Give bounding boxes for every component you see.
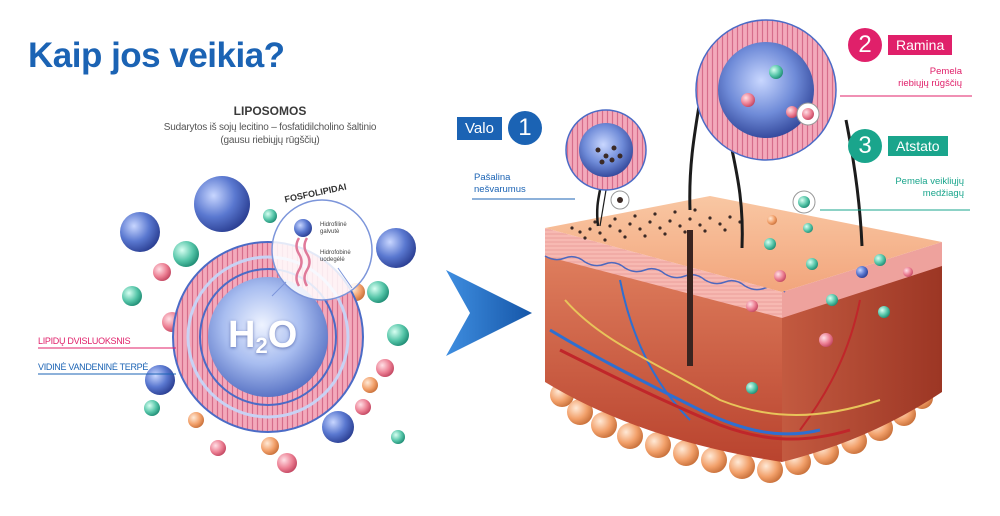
particle-pink (746, 300, 758, 312)
particle-blue (856, 266, 868, 278)
page-title: Kaip jos veikia? (28, 36, 285, 75)
step1-desc-line1: Pašalina (474, 172, 511, 183)
bilayer-label: LIPIDŲ DVISLUOKSNIS (38, 336, 131, 346)
liposome-core (208, 277, 328, 397)
cleansing-liposome-core (579, 123, 633, 177)
liposome-subtitle: Sudarytos iš sojų lecitino – fosfatidilc… (120, 121, 420, 147)
phospholipid-connector (337, 267, 353, 289)
step1-label: Valo (457, 116, 502, 140)
step2-label: Ramina (888, 35, 953, 55)
step3-description: Pemela veikliųjų medžiagų (852, 176, 964, 200)
particle-teal (826, 294, 838, 306)
particle-teal (746, 382, 758, 394)
sphere-pink (376, 359, 394, 377)
dirt-inside-liposome (595, 145, 623, 165)
highlight-ring-teal (798, 196, 810, 208)
skin-cross-section (472, 19, 972, 483)
step3-number: 3 (848, 129, 882, 163)
step2-desc-line1: Pemela (929, 66, 962, 77)
liposome-stem (599, 189, 607, 227)
highlight-ring-dirt (617, 197, 623, 203)
sphere-teal (144, 400, 160, 416)
sphere-teal (367, 281, 389, 303)
vessel-red (559, 348, 851, 441)
sphere-teal (263, 209, 277, 223)
sphere-blue (145, 365, 175, 395)
liposome-subtitle-line1: Sudarytos iš sojų lecitino – fosfatidilc… (163, 122, 377, 133)
sphere-blue (322, 411, 354, 443)
step2-number: 2 (848, 28, 882, 62)
step3-badge: 3 Atstato (848, 129, 948, 163)
vessel-red (799, 299, 861, 431)
dermis-side (782, 262, 942, 462)
sphere-pink (277, 453, 297, 473)
water-core-o: O (267, 314, 298, 356)
sphere-teal (173, 241, 199, 267)
nerve-yellow (564, 299, 881, 416)
step1-badge: Valo 1 (457, 111, 542, 145)
sphere-pink (210, 440, 226, 456)
phospholipid-head-icon (294, 219, 312, 237)
step3-desc-line2: medžiagų (922, 188, 964, 199)
inner-water-label: VIDINĖ VANDENINĖ TERPĖ (38, 362, 149, 372)
step2-badge: 2 Ramina (848, 28, 953, 62)
sphere-pink (355, 399, 371, 415)
sphere-orange (188, 412, 204, 428)
particle-pink (774, 270, 786, 282)
water-core-2: 2 (255, 333, 268, 358)
sphere-blue (194, 176, 250, 232)
calming-liposome-particle (741, 93, 755, 107)
phospholipid-tail-icon (303, 237, 311, 287)
hair-shaft (595, 189, 602, 227)
calming-liposome-particle (769, 65, 783, 79)
hydrophilic-head-label: Hidrofilinė galvutė (320, 222, 347, 235)
liposome-subtitle-line2: (gausu riebiųjų rūgščių) (220, 135, 320, 146)
step1-description: Pašalina nešvarumus (474, 172, 526, 196)
step1-number: 1 (507, 111, 542, 145)
calming-liposome-core (718, 42, 814, 138)
hydrophobic-tail-label: Hidrofobinė uodegėlė (320, 250, 351, 263)
step3-desc-line1: Pemela veikliųjų (895, 176, 964, 187)
particle-teal (764, 238, 776, 250)
basal-layer (544, 255, 786, 293)
phospholipid-tail-icon (295, 237, 303, 287)
calming-liposome-particle (786, 106, 798, 118)
water-core-h: H (228, 314, 256, 356)
particle-teal (874, 254, 886, 266)
sphere-teal (387, 324, 409, 346)
sphere-teal (122, 286, 142, 306)
step3-label: Atstato (888, 136, 948, 156)
step2-desc-line2: riebiųjų rūgščių (898, 78, 962, 89)
step2-description: Pemela riebiųjų rūgščių (862, 66, 962, 90)
phospholipid-connector (271, 281, 287, 297)
step1-desc-line2: nešvarumus (474, 184, 526, 195)
particle-pink (903, 267, 913, 277)
particle-pink (819, 333, 833, 347)
sphere-blue (120, 212, 160, 252)
liposome-heading: LIPOSOMOS (233, 104, 307, 118)
liposome-illustration (38, 176, 416, 473)
sphere-blue (376, 228, 416, 268)
particle-teal (806, 258, 818, 270)
sphere-pink (153, 263, 171, 281)
particle-teal (803, 223, 813, 233)
highlight-ring-pink (802, 108, 814, 120)
sphere-orange (261, 437, 279, 455)
liposome-middle (186, 255, 350, 419)
vessel-blue (549, 328, 821, 436)
water-core-label: H2O (228, 314, 297, 359)
hair-shaft (844, 119, 864, 247)
particle-orange (767, 215, 777, 225)
particle-teal (878, 306, 890, 318)
arrow-icon (446, 270, 532, 356)
sphere-teal (391, 430, 405, 444)
sphere-orange (362, 377, 378, 393)
epidermis-side (782, 242, 942, 318)
